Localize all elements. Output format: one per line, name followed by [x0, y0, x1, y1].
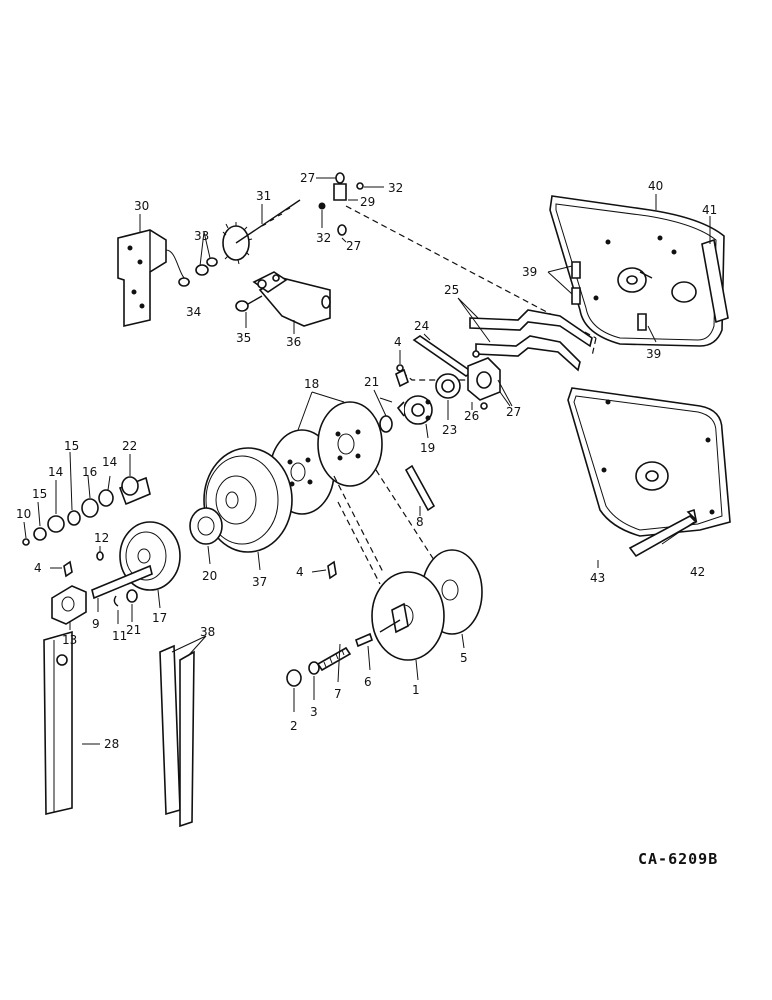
rod-24	[412, 335, 474, 377]
pin-12	[96, 551, 104, 561]
callout-4: 4	[394, 335, 402, 349]
callout-18: 18	[304, 377, 319, 391]
pulley-18-back	[317, 401, 383, 487]
channels-38	[159, 644, 195, 828]
callout-6: 6	[364, 675, 372, 689]
callout-15: 15	[64, 439, 79, 453]
hub-19	[396, 395, 433, 425]
callout-9: 9	[92, 617, 100, 631]
rod-43	[628, 508, 698, 558]
bearing-23	[435, 373, 461, 399]
callout-3: 3	[310, 705, 318, 719]
hub-20	[189, 507, 223, 545]
ring-21-top	[379, 415, 393, 433]
assembly-line	[591, 337, 597, 357]
pulley-37	[203, 447, 293, 553]
callout-1: 1	[412, 683, 420, 697]
callout-38: 38	[200, 625, 215, 639]
callout-29: 29	[360, 195, 375, 209]
callout-31: 31	[256, 189, 271, 203]
shield-panel-40	[549, 195, 725, 347]
hardware-27-29-32	[318, 172, 364, 236]
grease-fitting-4-mid	[327, 560, 337, 580]
callouts: 30 31 27 32 29 32 27 33 34 35 36 40 41 3…	[16, 171, 718, 868]
leader-lines	[23, 177, 711, 745]
callout-12: 12	[94, 531, 109, 545]
callout-24: 24	[414, 319, 429, 333]
bushings-left	[22, 476, 151, 546]
callout-13: 13	[62, 633, 77, 647]
callout-25: 25	[444, 283, 459, 297]
callout-42: 42	[690, 565, 705, 579]
grease-fitting-4-left	[63, 560, 73, 578]
callout-43: 43	[590, 571, 605, 585]
callout-36: 36	[286, 335, 301, 349]
channel-28	[43, 630, 73, 816]
callout-4: 4	[296, 565, 304, 579]
callout-7: 7	[334, 687, 342, 701]
callout-27: 27	[346, 239, 361, 253]
belt-line	[333, 475, 385, 575]
callout-16: 16	[82, 465, 97, 479]
belt-line	[375, 469, 435, 561]
callout-26: 26	[464, 409, 479, 423]
callout-17: 17	[152, 611, 167, 625]
callout-19: 19	[420, 441, 435, 455]
bracket-30	[117, 229, 191, 328]
callout-23: 23	[442, 423, 457, 437]
callout-27: 27	[506, 405, 521, 419]
clip-11	[113, 595, 119, 607]
key-8	[404, 464, 436, 512]
callout-28: 28	[104, 737, 119, 751]
callout-41: 41	[702, 203, 717, 217]
shaft-parts-2-3-6-7	[286, 619, 401, 687]
gearbox-block-36	[235, 271, 331, 327]
callout-11: 11	[112, 629, 127, 643]
shaft-9	[91, 564, 153, 600]
figure-code: CA-6209B	[638, 850, 718, 868]
callout-15: 15	[32, 487, 47, 501]
belt-line	[337, 501, 381, 585]
callout-37: 37	[252, 575, 267, 589]
pulley-1	[371, 571, 445, 661]
callout-21: 21	[364, 375, 379, 389]
callout-2: 2	[290, 719, 298, 733]
callout-39: 39	[522, 265, 537, 279]
flange-13	[51, 585, 87, 625]
callout-32: 32	[316, 231, 331, 245]
brackets-25	[469, 309, 593, 372]
callout-27: 27	[300, 171, 315, 185]
bearing-block-26	[467, 350, 501, 410]
callout-4: 4	[34, 561, 42, 575]
callout-22: 22	[122, 439, 137, 453]
callout-30: 30	[134, 199, 149, 213]
callout-21: 21	[126, 623, 141, 637]
shield-panel-42	[567, 387, 731, 537]
grease-fitting-4-top	[395, 364, 409, 388]
cutter-blade-31	[222, 199, 301, 265]
callout-14: 14	[102, 455, 117, 469]
callout-8: 8	[416, 515, 424, 529]
callout-32: 32	[388, 181, 403, 195]
callout-10: 10	[16, 507, 31, 521]
callout-5: 5	[460, 651, 468, 665]
callout-40: 40	[648, 179, 663, 193]
callout-39: 39	[646, 347, 661, 361]
bushings-34	[178, 231, 218, 287]
callout-33: 33	[194, 229, 209, 243]
callout-35: 35	[236, 331, 251, 345]
callout-20: 20	[202, 569, 217, 583]
assembly-line	[401, 371, 470, 381]
callout-14: 14	[48, 465, 63, 479]
ring-21-left	[126, 589, 138, 603]
callout-34: 34	[186, 305, 201, 319]
